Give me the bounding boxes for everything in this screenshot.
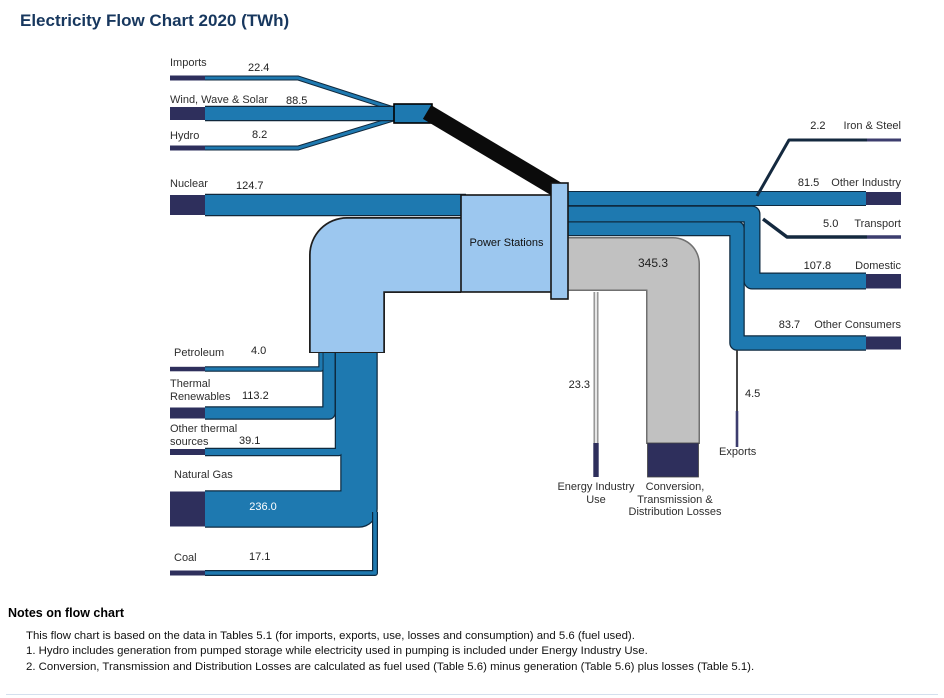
nuclear-endcap: [170, 195, 205, 215]
label-other-industry: Other Industry: [831, 177, 901, 189]
wind-wave-solar-endcap: [170, 107, 205, 120]
value-exports: 4.5: [745, 388, 761, 400]
label-other-consumers: Other Consumers: [814, 319, 901, 331]
flow-transport: [761, 217, 867, 239]
input-endcaps: [170, 75, 205, 576]
coal-endcap: [170, 570, 205, 576]
flow-iron-steel: [755, 138, 867, 197]
label-domestic: Domestic: [855, 260, 901, 272]
value-wind-wave-solar: 88.5: [286, 95, 308, 107]
label-natural-gas: Natural Gas: [174, 469, 233, 481]
label-nuclear: Nuclear: [170, 178, 208, 190]
value-thermal-renewables: 113.2: [242, 390, 269, 402]
value-other-consumers: 83.7: [778, 319, 801, 331]
flow-domestic: [556, 206, 866, 289]
flow-other-thermal: [205, 352, 342, 455]
flow-hydro-outline: [205, 114, 401, 151]
output-flows: [556, 138, 901, 447]
row-domestic: 107.8 Domestic: [804, 260, 901, 272]
value-other-industry: 81.5: [797, 177, 820, 189]
note-line-1: This flow chart is based on the data in …: [26, 630, 635, 642]
flow-thermal-renewables: [205, 352, 335, 419]
thermal-renewables-endcap: [170, 407, 205, 419]
label-coal: Coal: [174, 552, 197, 564]
natural-gas-endcap: [170, 491, 205, 527]
label-exports: Exports: [719, 446, 757, 458]
other-industry-endcap: [866, 192, 901, 205]
row-other-industry: 81.5 Other Industry: [798, 177, 901, 189]
value-domestic: 107.8: [803, 260, 832, 272]
power-stations-bus-bar: [550, 182, 569, 300]
value-iron-steel: 2.2: [810, 120, 826, 132]
label-other-thermal: Other thermal sources: [170, 423, 238, 448]
value-energy-industry-use: 23.3: [568, 379, 590, 391]
value-coal: 17.1: [249, 551, 271, 563]
label-transport: Transport: [854, 218, 901, 230]
power-stations-box: [460, 194, 553, 293]
label-energy-industry-use: Energy Industry Use: [557, 481, 635, 506]
bottom-separator: [6, 694, 938, 695]
value-transport: 5.0: [823, 218, 839, 230]
note-line-3: 2. Conversion, Transmission and Distribu…: [26, 660, 755, 673]
flow-other-consumers: [556, 222, 866, 350]
label-petroleum: Petroleum: [174, 347, 225, 359]
row-transport: 5.0 Transport: [823, 218, 901, 230]
row-other-consumers: 83.7 Other Consumers: [779, 319, 901, 331]
losses-endcap: [647, 442, 699, 478]
flow-hydro: [205, 115, 401, 150]
flow-natural-gas: [205, 352, 377, 527]
row-iron-steel: 2.2 Iron & Steel: [810, 120, 901, 132]
value-nuclear: 124.7: [236, 180, 264, 192]
other-thermal-endcap: [170, 449, 205, 455]
flow-petroleum: [205, 352, 323, 371]
label-hydro: Hydro: [170, 130, 200, 142]
domestic-endcap: [866, 274, 901, 289]
page-title: Electricity Flow Chart 2020 (TWh): [20, 11, 290, 30]
losses-pipe: [556, 238, 699, 443]
energy-industry-use-endcap: [593, 443, 599, 477]
value-natural-gas: 236.0: [249, 501, 277, 513]
notes: This flow chart is based on the data in …: [26, 629, 936, 675]
label-iron-steel: Iron & Steel: [843, 120, 901, 132]
station-feed-pipe: [310, 218, 463, 352]
hydro-endcap: [170, 145, 205, 151]
label-wind-wave-solar: Wind, Wave & Solar: [170, 94, 269, 106]
label-losses: Conversion, Transmission & Distribution …: [628, 481, 722, 518]
value-other-thermal: 39.1: [239, 435, 261, 447]
notes-heading: Notes on flow chart: [8, 606, 124, 620]
imports-endcap: [170, 75, 205, 81]
fuel-flows: [205, 352, 378, 576]
flow-imports: [205, 76, 401, 113]
flow-coal: [205, 512, 377, 575]
value-hydro: 8.2: [252, 129, 268, 141]
value-losses: 345.3: [638, 256, 669, 270]
label-thermal-renewables: Thermal Renewables: [170, 378, 231, 403]
power-stations-label: Power Stations: [469, 237, 544, 249]
direct-supply-black-pipe: [422, 105, 563, 197]
petroleum-endcap: [170, 366, 205, 372]
label-imports: Imports: [170, 57, 207, 69]
other-consumers-endcap: [866, 336, 901, 350]
value-petroleum: 4.0: [251, 345, 267, 357]
note-line-2: 1. Hydro includes generation from pumped…: [26, 645, 648, 658]
value-imports: 22.4: [248, 62, 270, 74]
